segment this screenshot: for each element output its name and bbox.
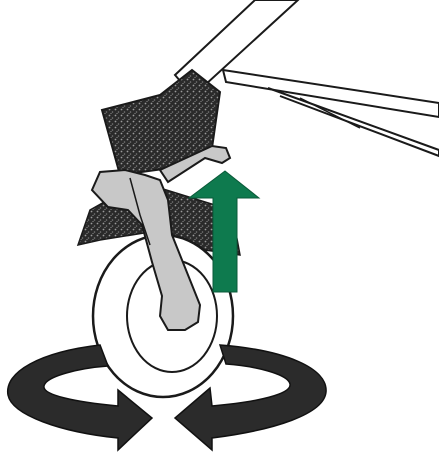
swivel-wheel-illustration bbox=[0, 0, 439, 458]
